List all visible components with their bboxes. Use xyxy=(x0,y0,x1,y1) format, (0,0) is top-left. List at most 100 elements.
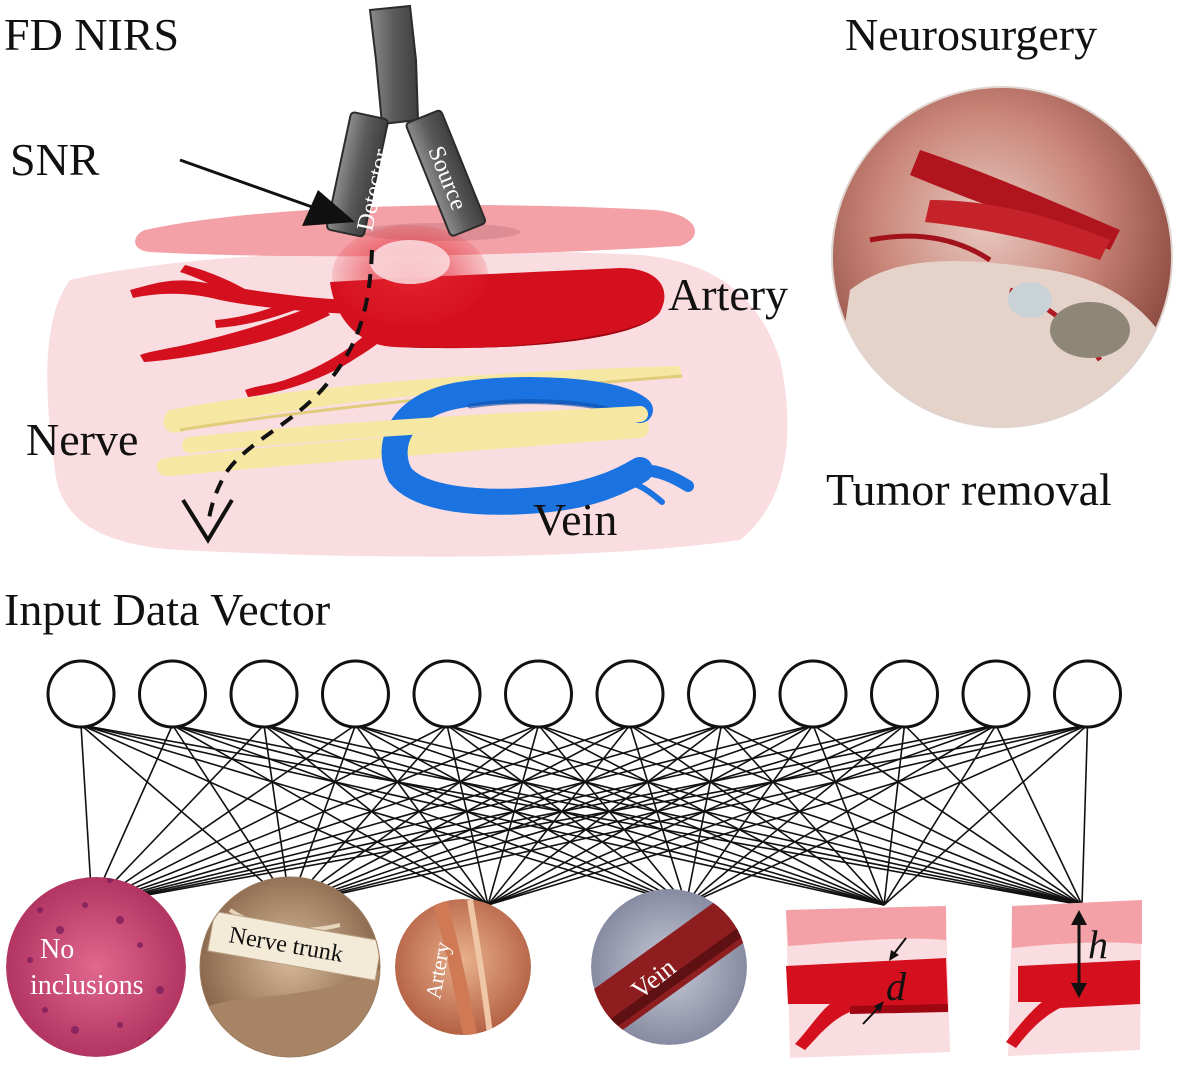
tumor-removal-caption: Tumor removal xyxy=(826,464,1112,515)
input-node-3 xyxy=(229,659,299,729)
input-node-6 xyxy=(504,659,573,729)
connection-10-5 xyxy=(995,724,1083,906)
connection-7-1 xyxy=(289,724,722,906)
connection-4-2 xyxy=(446,724,489,906)
input-data-vector-title: Input Data Vector xyxy=(4,584,330,635)
height-symbol: h xyxy=(1088,922,1108,967)
output-nerve-trunk: Nerve trunk xyxy=(199,876,381,1058)
input-node-10 xyxy=(870,659,939,729)
nerve-front-strand xyxy=(182,406,648,453)
input-node-2 xyxy=(138,659,207,729)
output-no-inclusions: No inclusions xyxy=(6,877,186,1057)
connection-3-3 xyxy=(355,724,687,906)
connection-9-2 xyxy=(487,724,905,906)
connection-3-2 xyxy=(354,724,489,906)
connection-8-2 xyxy=(487,724,814,906)
connection-5-4 xyxy=(538,724,885,906)
connection-5-1 xyxy=(289,724,539,906)
connection-1-3 xyxy=(172,724,687,906)
connection-7-4 xyxy=(720,724,885,906)
connection-9-5 xyxy=(903,724,1083,906)
surgery-photo xyxy=(832,87,1172,427)
connection-1-4 xyxy=(172,724,885,906)
connection-10-4 xyxy=(883,724,997,906)
connection-5-0 xyxy=(91,724,539,906)
connection-2-0 xyxy=(91,724,265,906)
input-layer xyxy=(46,659,1122,729)
connection-4-5 xyxy=(446,724,1083,906)
light-banana-core xyxy=(370,240,450,284)
connection-5-2 xyxy=(487,724,540,906)
connection-6-5 xyxy=(629,724,1083,906)
connection-5-5 xyxy=(538,724,1083,906)
connection-9-3 xyxy=(685,724,906,906)
connection-8-0 xyxy=(91,724,814,906)
photon-arrow-head xyxy=(181,498,234,544)
output-artery: Artery xyxy=(395,899,531,1035)
connection-9-0 xyxy=(91,724,905,906)
connection-6-1 xyxy=(289,724,631,906)
connection-2-4 xyxy=(263,724,885,906)
connection-10-3 xyxy=(685,724,997,906)
network-connections xyxy=(80,724,1089,906)
snr-arrow xyxy=(179,158,355,226)
connection-6-4 xyxy=(629,724,885,906)
output-no-inclusions-label: No inclusions xyxy=(30,934,144,1001)
connection-6-0 xyxy=(91,724,631,906)
connection-1-1 xyxy=(171,724,291,906)
output-vein: Vein xyxy=(591,889,747,1045)
connection-0-0 xyxy=(80,724,93,906)
connection-8-5 xyxy=(812,724,1083,906)
connection-4-1 xyxy=(289,724,448,906)
photon-path xyxy=(206,249,374,526)
connection-10-1 xyxy=(289,724,997,906)
connection-4-3 xyxy=(446,724,687,906)
connection-7-3 xyxy=(685,724,723,906)
surgery-photo-border xyxy=(831,86,1173,428)
connection-8-4 xyxy=(812,724,885,906)
connection-1-5 xyxy=(172,724,1083,906)
connection-3-4 xyxy=(355,724,885,906)
connection-11-2 xyxy=(487,724,1088,906)
depth-symbol: d xyxy=(886,964,907,1009)
tissue-schematic xyxy=(47,205,788,557)
connection-10-2 xyxy=(487,724,997,906)
fd-nirs-title: FD NIRS xyxy=(4,9,179,60)
input-node-7 xyxy=(595,659,665,729)
input-node-8 xyxy=(687,659,756,729)
input-node-4 xyxy=(321,659,390,729)
connection-2-5 xyxy=(263,724,1083,906)
nirs-probe: Detector Source xyxy=(326,4,487,238)
connection-1-2 xyxy=(172,724,489,906)
connection-11-4 xyxy=(883,724,1089,906)
input-node-5 xyxy=(412,659,482,729)
connection-2-3 xyxy=(263,724,687,906)
connection-5-3 xyxy=(537,724,687,906)
connection-8-3 xyxy=(685,724,814,906)
connection-6-2 xyxy=(487,724,631,906)
connection-6-3 xyxy=(629,724,687,906)
nerve-label: Nerve xyxy=(26,414,138,465)
connection-11-0 xyxy=(91,724,1088,906)
connection-2-1 xyxy=(263,724,291,906)
connection-0-4 xyxy=(80,724,885,906)
input-node-1 xyxy=(46,659,116,729)
input-node-11 xyxy=(961,659,1031,729)
connection-3-5 xyxy=(355,724,1083,906)
artery-label: Artery xyxy=(668,269,788,320)
vein-label: Vein xyxy=(533,494,617,545)
connection-0-5 xyxy=(80,724,1083,906)
connection-4-0 xyxy=(91,724,448,906)
snr-label: SNR xyxy=(10,134,100,185)
connection-8-1 xyxy=(289,724,814,906)
input-node-9 xyxy=(778,659,848,729)
connection-9-1 xyxy=(289,724,905,906)
connection-11-1 xyxy=(289,724,1088,906)
connection-1-0 xyxy=(91,724,174,906)
connection-10-0 xyxy=(91,724,997,906)
connection-7-0 xyxy=(91,724,722,906)
connection-2-2 xyxy=(263,724,489,906)
connection-11-3 xyxy=(685,724,1088,906)
